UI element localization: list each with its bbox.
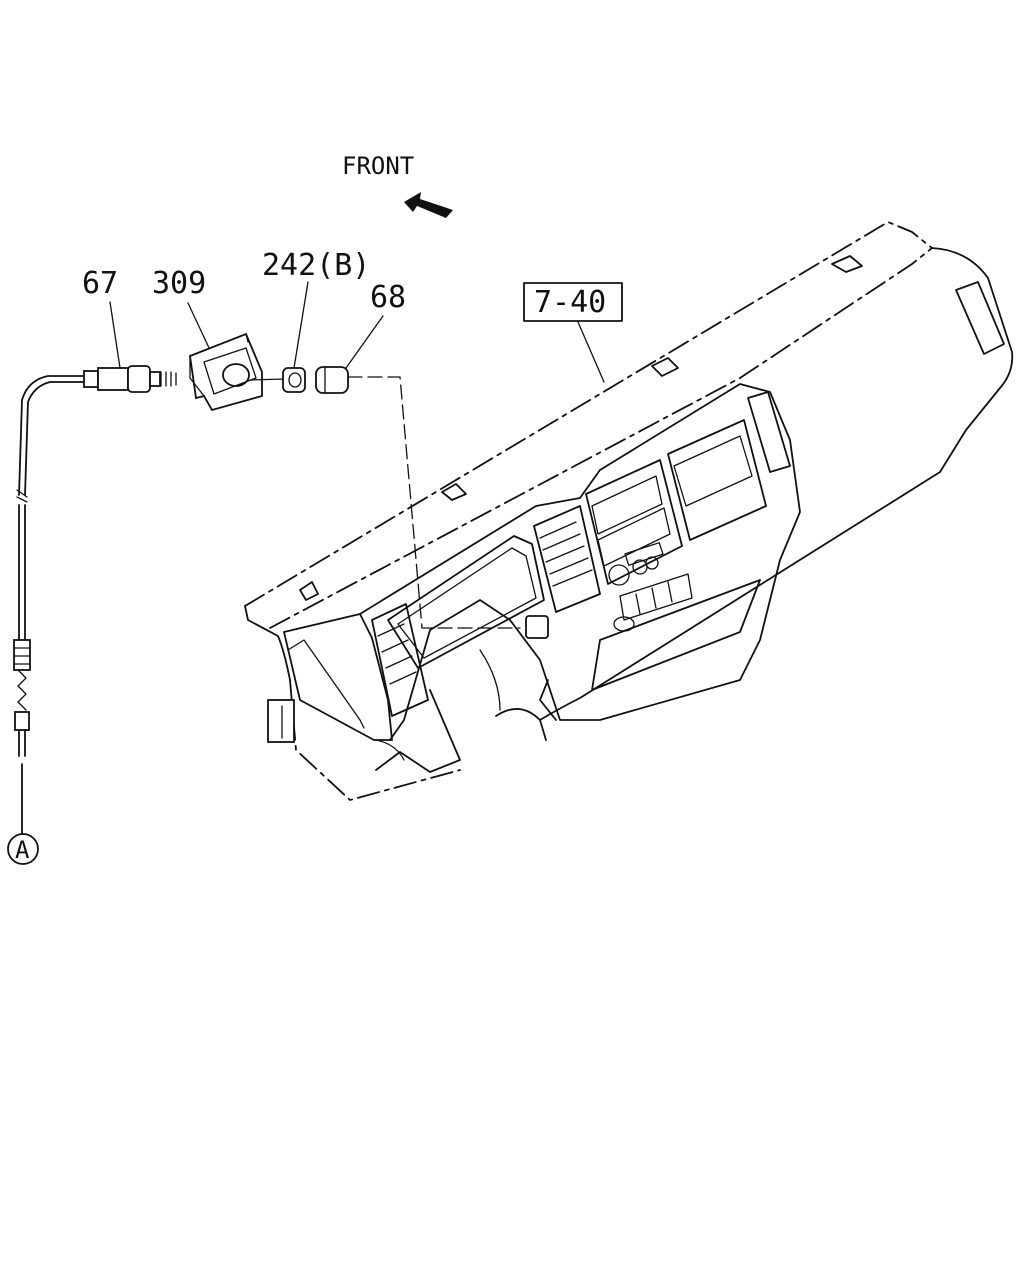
connector-a-symbol: A bbox=[7, 833, 39, 865]
front-label: FRONT bbox=[342, 152, 414, 180]
ref-label-7-40: 7-40 bbox=[534, 285, 606, 320]
bracket-309 bbox=[189, 332, 285, 412]
assembly-line bbox=[347, 376, 521, 629]
front-arrow-icon bbox=[404, 192, 453, 218]
callout-67: 67 bbox=[82, 266, 118, 301]
cable-assembly-67 bbox=[13, 365, 177, 835]
dashboard-assembly-7-40 bbox=[244, 221, 1014, 801]
connector-a-label: A bbox=[15, 836, 30, 864]
callout-68: 68 bbox=[370, 280, 406, 315]
ref-box-7-40: 7-40 bbox=[523, 282, 623, 322]
callout-242b: 242(B) bbox=[262, 248, 370, 283]
knob-68 bbox=[315, 366, 349, 394]
nut-242b bbox=[282, 367, 306, 393]
leader-lines bbox=[109, 281, 605, 383]
callout-309: 309 bbox=[152, 266, 206, 301]
